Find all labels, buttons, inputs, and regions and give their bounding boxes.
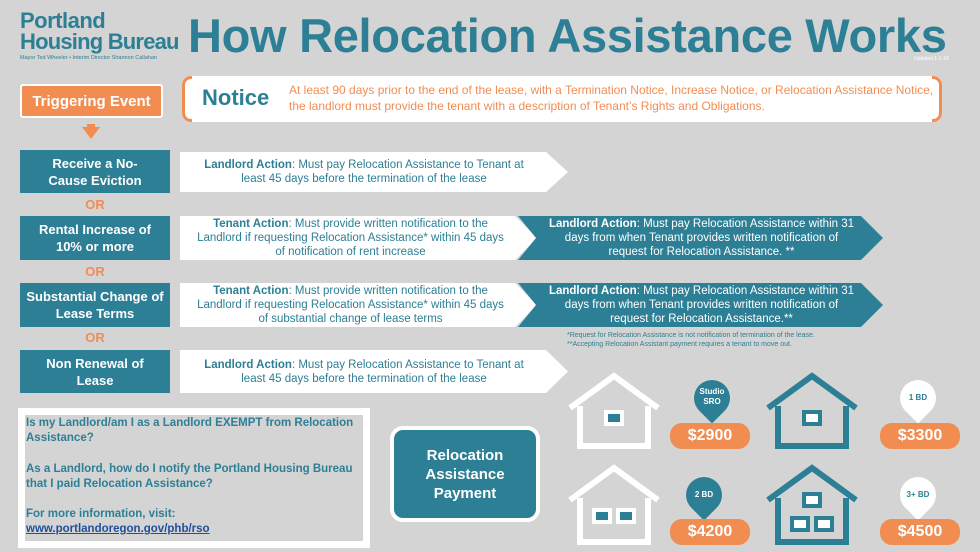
step-text: : Must pay Relocation Assistance within … — [564, 218, 855, 258]
event-label: Substantial Change of Lease Terms — [26, 289, 164, 321]
step-actor: Tenant Action — [213, 285, 289, 297]
footnote-1: *Request for Relocation Assistance is no… — [567, 332, 815, 339]
notice-bracket-left — [182, 76, 192, 122]
page-title: How Relocation Assistance Works — [188, 9, 947, 62]
faq-box — [18, 408, 370, 548]
step-actor: Landlord Action — [548, 218, 637, 230]
unit-type-studio: Studio SRO — [699, 387, 725, 406]
updated-date: Updated 1-1-19 — [914, 56, 949, 62]
unit-type-1bd: 1 BD — [908, 393, 928, 402]
unit-type-2bd: 2 BD — [694, 490, 714, 499]
step-text: : Must pay Relocation Assistance to Tena… — [241, 159, 524, 185]
logo-line-2: Housing Bureau — [20, 29, 180, 54]
house-3bd-icon — [766, 464, 858, 545]
footnote-2: **Accepting Relocation Assistant payment… — [567, 341, 792, 348]
step-text: : Must pay Relocation Assistance within … — [564, 285, 855, 325]
notice-box — [182, 76, 942, 122]
or-separator: OR — [85, 330, 105, 345]
step-tenant-action-3: Tenant Action: Must provide written noti… — [180, 283, 537, 327]
faq-question-notify: As a Landlord, how do I notify the Portl… — [26, 463, 353, 490]
notice-text: At least 90 days prior to the end of the… — [289, 83, 934, 113]
house-2bd-icon — [568, 464, 660, 545]
price-2bd: $4200 — [670, 519, 750, 545]
faq-link[interactable]: www.portlandoregon.gov/phb/rso — [26, 523, 210, 535]
event-rental-increase: Rental Increase of 10% or more — [20, 216, 170, 260]
unit-type-3bd: 3+ BD — [906, 490, 930, 499]
step-actor: Landlord Action — [548, 285, 637, 297]
step-actor: Tenant Action — [213, 218, 289, 230]
house-studio-icon — [568, 372, 660, 449]
price-studio: $2900 — [670, 423, 750, 449]
event-label: Rental Increase of 10% or more — [39, 222, 151, 254]
step-landlord-action-4: Landlord Action: Must pay Relocation Ass… — [180, 350, 568, 393]
triggering-event-label: Triggering Event — [20, 84, 163, 118]
logo-line-1: Portland — [20, 8, 106, 33]
or-separator: OR — [85, 197, 105, 212]
faq-more-info: For more information, visit: — [26, 508, 176, 520]
step-landlord-action-3: Landlord Action: Must pay Relocation Ass… — [518, 283, 883, 327]
event-label: Receive a No-Cause Eviction — [48, 155, 142, 188]
house-1bd-icon — [766, 372, 858, 449]
step-actor: Landlord Action — [204, 358, 292, 371]
price-3bd: $4500 — [880, 519, 960, 545]
step-landlord-action-2: Landlord Action: Must pay Relocation Ass… — [518, 216, 883, 260]
price-1bd: $3300 — [880, 423, 960, 449]
notice-bracket-right — [932, 76, 942, 122]
relocation-payment-label: Relocation Assistance Payment — [390, 426, 540, 522]
step-text: : Must provide written notification to t… — [197, 285, 504, 325]
event-non-renewal: Non Renewal of Lease — [20, 350, 170, 393]
step-landlord-action-1: Landlord Action: Must pay Relocation Ass… — [180, 152, 568, 192]
event-label: Non Renewal of Lease — [46, 355, 144, 388]
step-actor: Landlord Action — [204, 159, 292, 171]
step-text: : Must pay Relocation Assistance to Tena… — [241, 358, 524, 385]
or-separator: OR — [85, 264, 105, 279]
notice-label: Notice — [202, 85, 270, 110]
logo-subtitle: Mayor Ted Wheeler • Interim Director Sha… — [20, 55, 157, 61]
faq-question-exempt: Is my Landlord/am I as a Landlord EXEMPT… — [26, 417, 354, 444]
step-text: : Must provide written notification to t… — [197, 218, 504, 258]
down-arrow-icon — [82, 127, 100, 139]
event-no-cause-eviction: Receive a No-Cause Eviction — [20, 150, 170, 193]
event-lease-change: Substantial Change of Lease Terms — [20, 283, 170, 327]
step-tenant-action-2: Tenant Action: Must provide written noti… — [180, 216, 537, 260]
